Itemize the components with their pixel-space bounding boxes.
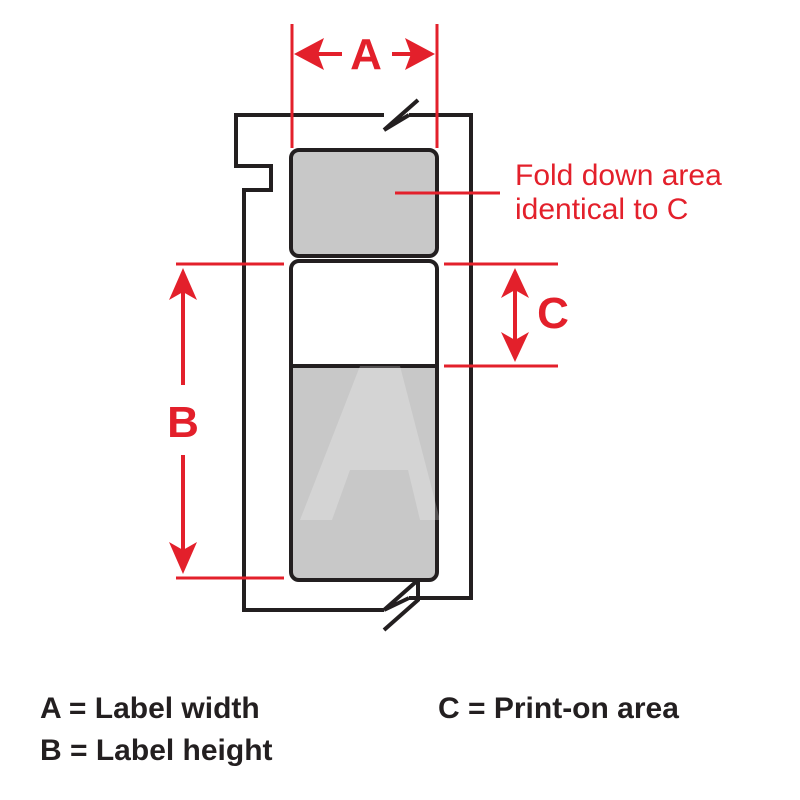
fold-note-line1: Fold down area	[515, 159, 722, 192]
fold-down-area	[289, 148, 439, 258]
watermark-logo	[300, 366, 440, 520]
dimension-a-letter: A	[350, 30, 382, 79]
legend-print-on-area: C = Print-on area	[438, 692, 679, 725]
label-body-outline	[289, 259, 439, 582]
dimension-c-letter: C	[537, 289, 569, 338]
liner-outline	[234, 98, 473, 632]
legend-label-height: B = Label height	[40, 734, 273, 767]
dimension-b-letter: B	[167, 398, 199, 447]
dimension-a	[290, 24, 439, 148]
print-on-area	[291, 261, 437, 366]
label-lower-gray-area	[291, 366, 437, 580]
fold-note-line2: identical to C	[515, 193, 688, 226]
legend-label-width: A = Label width	[40, 692, 260, 725]
dimension-c	[444, 262, 558, 368]
dimension-b	[169, 262, 284, 580]
